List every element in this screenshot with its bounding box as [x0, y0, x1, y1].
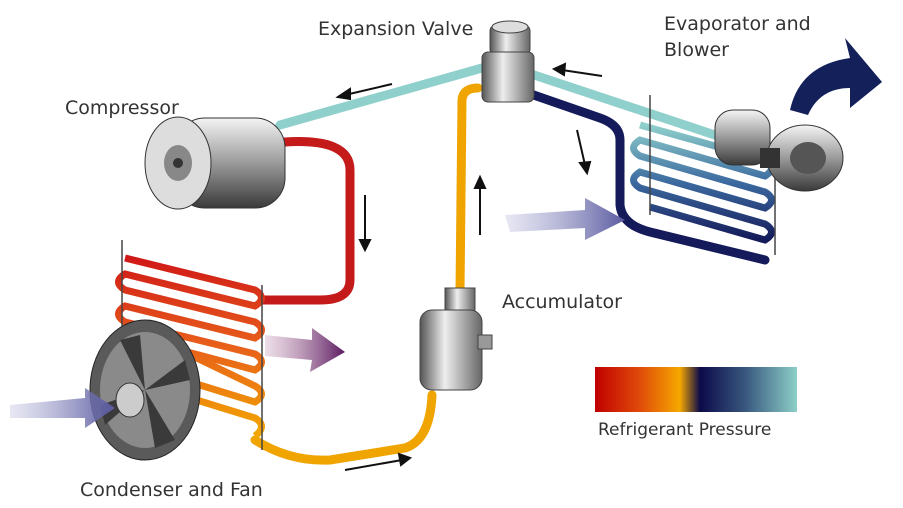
accumulator-label: Accumulator — [502, 291, 622, 313]
discharge-line — [257, 137, 355, 305]
refrigerant-lines — [250, 63, 770, 465]
accumulator — [419, 287, 493, 391]
pressure-gradient-bar — [595, 367, 797, 412]
compressor — [144, 116, 286, 210]
suction-line — [275, 63, 487, 130]
liquid-line-accumulator-valve — [455, 83, 483, 297]
expansion-valve-label: Expansion Valve — [318, 18, 474, 40]
hot-air-out-condenser-arrow — [265, 328, 345, 372]
evaporator-label-line1: Evaporator and — [664, 13, 811, 35]
evaporator-coils — [630, 121, 775, 244]
airflow-into-fan-arrow — [10, 388, 115, 428]
flow-direction-arrows — [335, 62, 603, 471]
compressor-label: Compressor — [65, 97, 179, 119]
blower — [714, 109, 844, 192]
expansion-valve — [481, 20, 535, 103]
condenser-label: Condenser and Fan — [80, 479, 263, 501]
liquid-line-condenser-accumulator — [250, 390, 437, 465]
evaporator-label-line2: Blower — [664, 39, 729, 61]
condenser-fan — [89, 319, 201, 461]
legend-title: Refrigerant Pressure — [598, 420, 772, 440]
condenser-frame — [121, 240, 263, 450]
evaporator-inlet-line — [520, 87, 770, 265]
airflow-into-evaporator-arrow — [505, 198, 625, 240]
cold-air-outlet-arrow — [790, 38, 882, 115]
